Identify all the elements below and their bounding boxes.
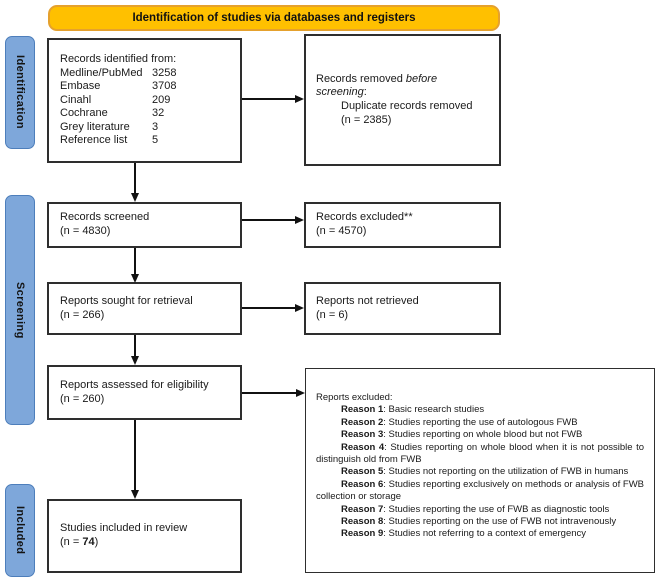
- box-records-identified: Records identified from: Medline/PubMed …: [47, 38, 242, 163]
- source-row: Medline/PubMed 3258: [60, 67, 240, 81]
- source-label: Embase: [60, 80, 101, 93]
- source-value: 5: [152, 134, 159, 147]
- arrow-right-icon: [296, 388, 305, 397]
- arrow-right-icon: [295, 94, 304, 103]
- box-reports-excluded-reasons: Reports excluded: Reason 1: Basic resear…: [305, 368, 655, 573]
- reason-label: Reason 5: [341, 466, 384, 478]
- source-row: Embase 3708: [60, 80, 240, 94]
- reason-item: Reason 7: Studies reporting the use of F…: [316, 504, 644, 516]
- source-value: 209: [152, 93, 171, 106]
- box-reports-sought: Reports sought for retrieval (n = 266): [47, 282, 242, 335]
- reports-sought-text: Reports sought for retrieval (n = 266): [60, 294, 193, 321]
- banner-title: Identification of studies via databases …: [132, 12, 416, 24]
- source-value: 3708: [152, 80, 177, 93]
- reason-text: : Basic research studies: [383, 404, 485, 416]
- reason-label: Reason 9: [341, 528, 384, 540]
- arrow-down-stem: [134, 248, 136, 275]
- banner: Identification of studies via databases …: [48, 5, 500, 31]
- stage-label-identification: Identification: [5, 36, 35, 149]
- records-screened-text: Records screened (n = 4830): [60, 211, 150, 237]
- reason-label: Reason 7: [341, 503, 384, 515]
- stage-label-identification-text: Identification: [14, 55, 26, 130]
- records-removed-colon: :: [363, 86, 367, 99]
- stage-label-screening-text: Screening: [14, 281, 26, 339]
- arrow-right-icon: [295, 303, 304, 312]
- reason-text: : Studies not referring to a context of …: [383, 528, 587, 540]
- records-removed-phrase: Records removed before screening:: [316, 73, 474, 100]
- arrow-down-icon: [130, 356, 139, 365]
- arrow-down-stem: [134, 420, 136, 492]
- arrow-down-icon: [130, 490, 139, 499]
- arrow-right-stem: [242, 98, 296, 100]
- stage-label-included-text: Included: [14, 506, 26, 555]
- reason-label: Reason 1: [341, 404, 384, 416]
- count-suffix: ): [94, 536, 99, 548]
- box-records-excluded: Records excluded** (n = 4570): [304, 202, 501, 248]
- reason-label: Reason 2: [341, 416, 384, 428]
- records-excluded-text: Records excluded** (n = 4570): [316, 211, 413, 237]
- reports-assessed-text: Reports assessed for eligibility (n = 26…: [60, 378, 209, 405]
- reason-item: Reason 8: Studies reporting on the use o…: [316, 516, 644, 528]
- reason-label: Reason 3: [341, 429, 384, 441]
- count-prefix: (n =: [60, 536, 83, 548]
- reason-text: : Studies reporting on whole blood when …: [316, 441, 644, 466]
- arrow-down-stem: [134, 335, 136, 358]
- studies-included-count: (n = 74): [60, 536, 240, 550]
- reason-item: Reason 1: Basic research studies: [316, 404, 644, 416]
- reason-item: Reason 2: Studies reporting the use of a…: [316, 417, 644, 429]
- reason-label: Reason 4: [341, 441, 385, 453]
- box-records-screened: Records screened (n = 4830): [47, 202, 242, 248]
- reports-not-retrieved-text: Reports not retrieved (n = 6): [316, 294, 419, 321]
- records-identified-intro: Records identified from:: [60, 52, 177, 65]
- stage-label-screening: Screening: [5, 195, 35, 425]
- records-removed-prefix: Records removed: [316, 72, 406, 85]
- reason-text: : Studies reporting the use of autologou…: [383, 416, 578, 428]
- source-row: Cochrane 32: [60, 107, 240, 121]
- studies-included-line1: Studies included in review: [60, 522, 188, 535]
- reason-item: Reason 9: Studies not referring to a con…: [316, 528, 644, 540]
- reasons-heading: Reports excluded:: [316, 392, 393, 403]
- source-row: Reference list 5: [60, 134, 240, 148]
- arrow-right-stem: [242, 219, 296, 221]
- arrow-down-stem: [134, 163, 136, 195]
- source-label: Grey literature: [60, 120, 130, 133]
- reason-text: : Studies reporting on the use of FWB no…: [383, 516, 617, 528]
- source-label: Cinahl: [60, 93, 92, 106]
- reason-item: Reason 3: Studies reporting on whole blo…: [316, 429, 644, 441]
- reason-text: : Studies reporting the use of FWB as di…: [383, 503, 610, 515]
- records-removed-italic: before screening: [316, 72, 438, 99]
- source-label: Medline/PubMed: [60, 66, 143, 79]
- arrow-right-stem: [242, 307, 296, 309]
- box-reports-assessed: Reports assessed for eligibility (n = 26…: [47, 365, 242, 420]
- source-value: 32: [152, 107, 165, 120]
- count-value: 74: [82, 536, 95, 548]
- box-studies-included: Studies included in review (n = 74): [47, 499, 242, 573]
- reason-item: Reason 6: Studies reporting exclusively …: [316, 479, 644, 504]
- reason-text: : Studies reporting on whole blood but n…: [383, 429, 583, 441]
- source-label: Cochrane: [60, 107, 108, 120]
- source-row: Cinahl 209: [60, 94, 240, 108]
- reason-text: : Studies reporting exclusively on metho…: [316, 478, 644, 503]
- arrow-down-icon: [130, 193, 139, 202]
- source-label: Reference list: [60, 134, 128, 147]
- reason-text: : Studies not reporting on the utilizati…: [383, 466, 629, 478]
- reason-item: Reason 5: Studies not reporting on the u…: [316, 466, 644, 478]
- arrow-right-icon: [295, 215, 304, 224]
- reason-label: Reason 8: [341, 516, 384, 528]
- source-value: 3: [152, 120, 159, 133]
- reason-label: Reason 6: [341, 478, 384, 490]
- arrow-right-stem: [242, 392, 297, 394]
- source-row: Grey literature 3: [60, 121, 240, 135]
- records-removed-detail: Duplicate records removed (n = 2385): [341, 100, 473, 126]
- reason-item: Reason 4: Studies reporting on whole blo…: [316, 442, 644, 467]
- source-value: 3258: [152, 66, 177, 79]
- box-records-removed: Records removed before screening: Duplic…: [304, 34, 501, 166]
- stage-label-included: Included: [5, 484, 35, 577]
- arrow-down-icon: [130, 273, 139, 283]
- box-reports-not-retrieved: Reports not retrieved (n = 6): [304, 282, 501, 335]
